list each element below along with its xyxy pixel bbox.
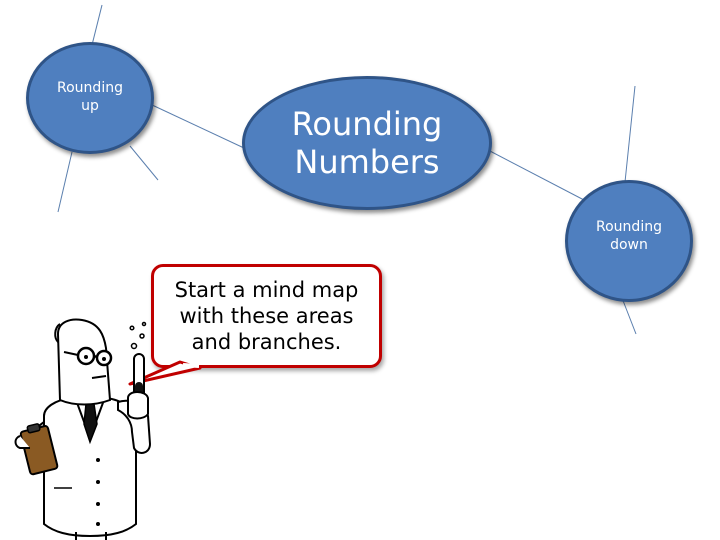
bubble: [141, 321, 147, 327]
node-rounding-up-label: Rounding up: [57, 80, 123, 114]
coat-button: [96, 502, 100, 506]
branch-line-down-bottom: [621, 297, 637, 335]
callout-pointer-cover: [182, 363, 200, 368]
bubble: [129, 325, 135, 331]
glasses-arm: [63, 351, 79, 356]
eye-left: [84, 355, 88, 359]
branch-line-up-top: [91, 4, 103, 46]
hand-left: [14, 435, 30, 449]
node-rounding-down-label: Rounding down: [596, 219, 662, 253]
coat-button: [96, 458, 100, 462]
scientist-with-test-tube-and-clipboard-icon: [14, 318, 152, 540]
clipboard-icon: [19, 423, 59, 476]
clipboard-clip: [26, 423, 41, 434]
branch-line-up-bottom: [57, 151, 73, 213]
coat-button: [96, 480, 100, 484]
branch-line-up-diagonal: [129, 145, 159, 181]
eye-right: [102, 357, 106, 361]
link-center-to-down: [487, 149, 585, 201]
coat-button: [96, 522, 100, 526]
mouth: [91, 375, 107, 379]
speech-callout-text: Start a mind map with these areas and br…: [174, 277, 359, 355]
legs: [75, 532, 107, 540]
node-rounding-down[interactable]: Rounding down: [565, 180, 693, 302]
link-up-to-center: [149, 103, 245, 149]
node-rounding-numbers-label: Rounding Numbers: [291, 104, 443, 181]
bubble: [139, 333, 145, 339]
node-rounding-numbers[interactable]: Rounding Numbers: [242, 76, 492, 210]
glasses-bridge: [93, 354, 98, 359]
node-rounding-up[interactable]: Rounding up: [26, 42, 154, 154]
hair: [54, 323, 61, 343]
branch-line-down-top: [624, 85, 636, 183]
speech-callout: Start a mind map with these areas and br…: [151, 264, 382, 368]
bubble: [130, 342, 138, 350]
hand-right: [127, 391, 149, 420]
